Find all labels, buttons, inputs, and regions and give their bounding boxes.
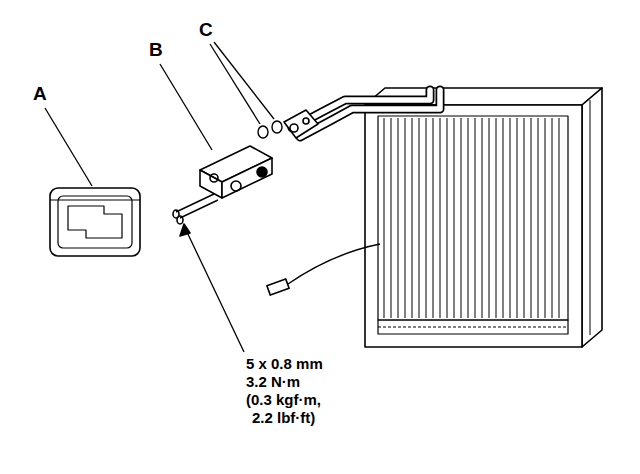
- torque-spec: 3.2 N·m: [246, 374, 300, 391]
- part-letter: C: [199, 20, 213, 41]
- torque-spec: (0.3 kgf·m,: [246, 392, 321, 409]
- torque-spec: 2.2 lbf·ft): [252, 410, 315, 427]
- bolt-size: 5 x 0.8 mm: [246, 356, 323, 373]
- part-letter: A: [33, 84, 47, 105]
- part-letter: B: [149, 40, 163, 61]
